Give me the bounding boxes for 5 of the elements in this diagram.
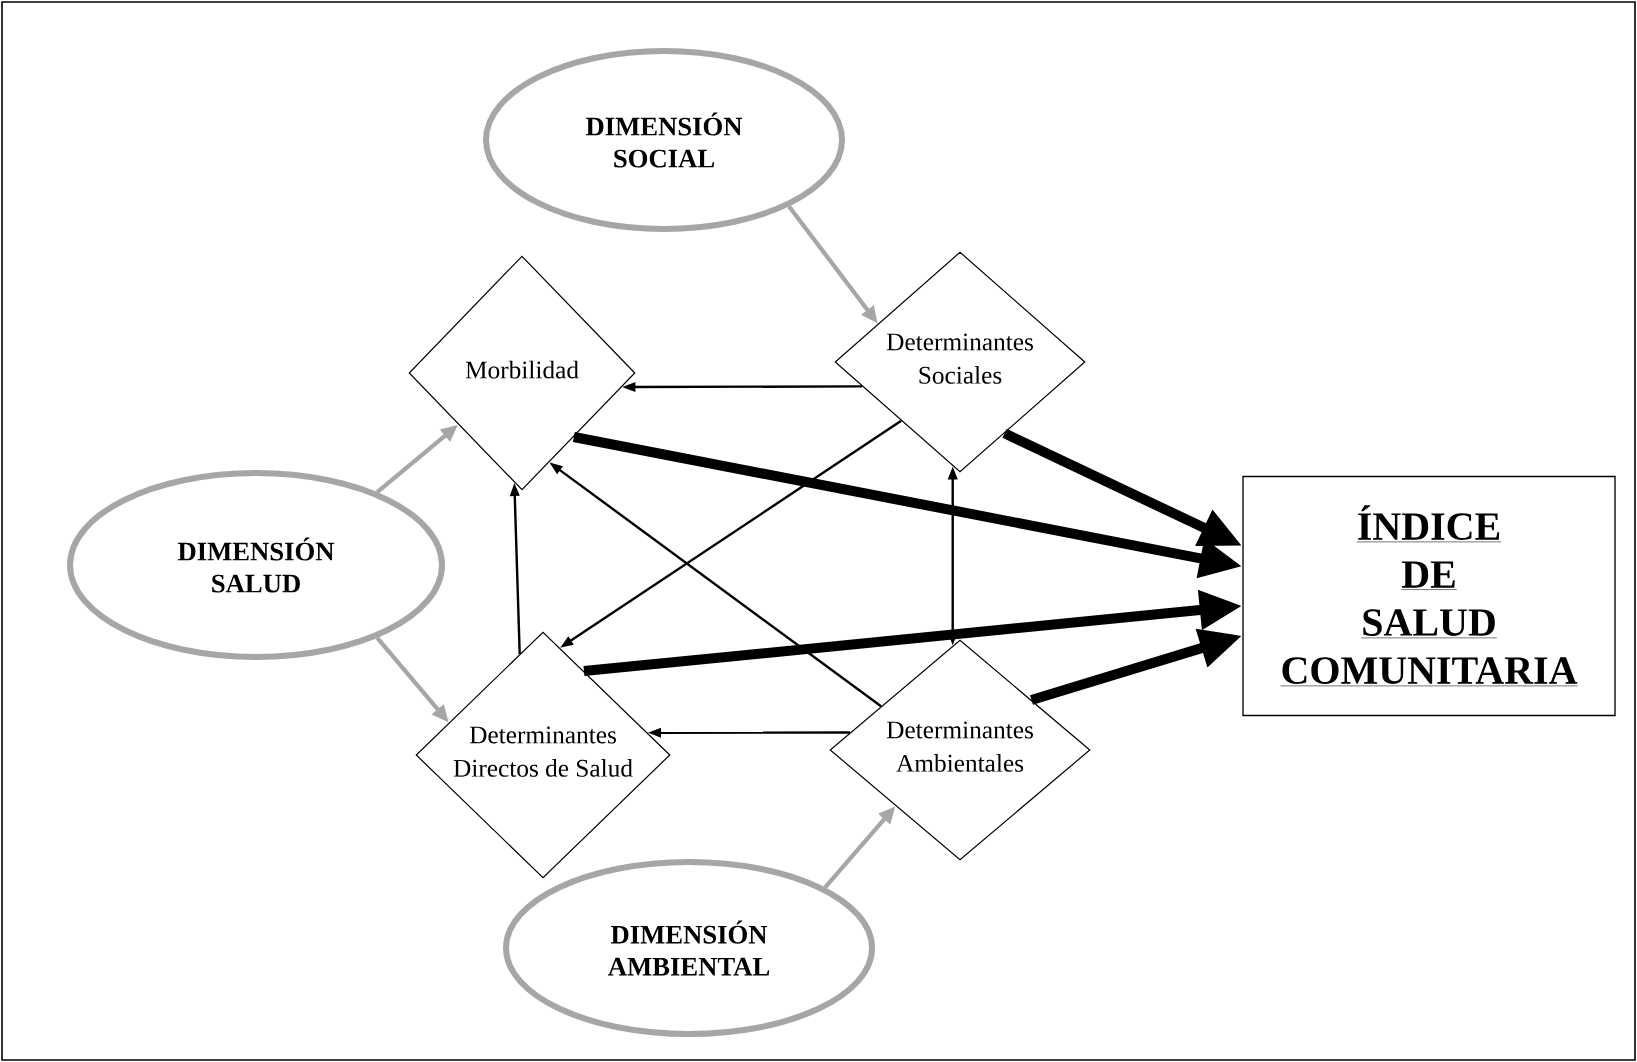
diamond-node: Determinantes Ambientales	[829, 639, 1091, 861]
diamond-node: Determinantes Directos de Salud	[415, 631, 671, 879]
diamond-node: Determinantes Sociales	[834, 251, 1086, 473]
diamond-node: Morbilidad	[408, 255, 636, 491]
index-box: ÍNDICE DE SALUD COMUNITARIA	[1242, 475, 1616, 717]
